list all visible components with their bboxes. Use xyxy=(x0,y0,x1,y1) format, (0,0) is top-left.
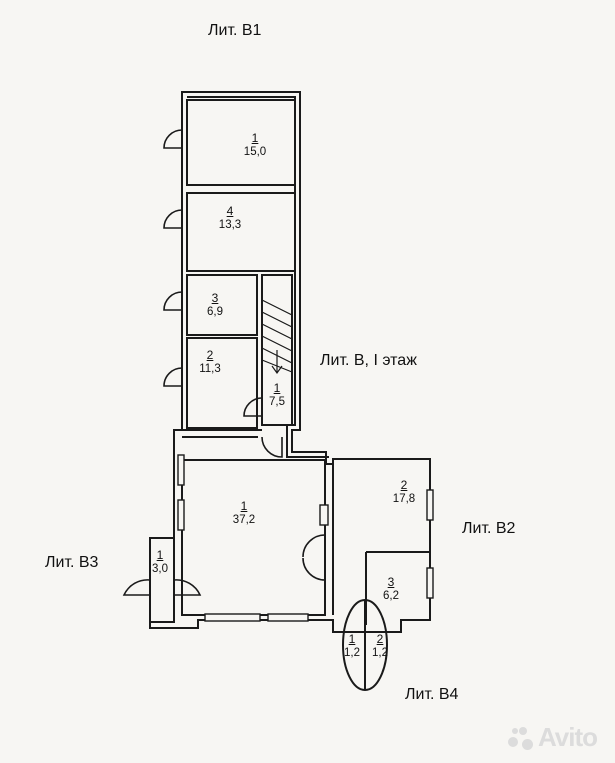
label-lit-b3: Лит. В3 xyxy=(45,554,99,571)
label-lit-b1: Лит. В1 xyxy=(208,22,262,39)
room-label: 1 7,5 xyxy=(269,381,285,408)
door-arc-room-3 xyxy=(163,291,183,311)
window-1 xyxy=(204,613,261,622)
main-hall-outline xyxy=(181,459,326,616)
window-5 xyxy=(177,454,185,486)
stair-outline xyxy=(261,274,293,426)
window-2 xyxy=(267,613,309,622)
door-arc-stair xyxy=(243,397,263,417)
window-3 xyxy=(426,489,434,521)
room-label: 1 1,2 xyxy=(344,632,360,659)
door-arc-b3 xyxy=(122,579,151,596)
room-label: 3 6,9 xyxy=(207,291,223,318)
door-arc-main-1 xyxy=(302,534,326,558)
door-arc-room-2 xyxy=(163,367,183,387)
room-label: 3 6,2 xyxy=(383,575,399,602)
door-arc-main-2 xyxy=(302,557,326,581)
window-6 xyxy=(177,499,185,531)
door-arc-room-4 xyxy=(163,209,183,229)
label-lit-b2: Лит. В2 xyxy=(462,520,516,537)
room-4-outline xyxy=(186,192,296,272)
room-label: 2 17,8 xyxy=(392,478,416,505)
window-7 xyxy=(319,504,329,526)
door-arc-stair-bottom xyxy=(261,436,283,458)
door-arc-b3-2 xyxy=(173,579,202,596)
label-lit-b4: Лит. В4 xyxy=(405,686,459,703)
watermark-text: Avito xyxy=(537,722,598,752)
room-label: 1 37,2 xyxy=(232,499,256,526)
room-label: 2 11,3 xyxy=(199,348,221,375)
room-1-outline xyxy=(186,99,296,186)
avito-dots-icon xyxy=(507,725,534,751)
label-lit-b: Лит. В, I этаж xyxy=(320,352,417,369)
room-label: 4 13,3 xyxy=(218,204,242,231)
avito-watermark: Avito xyxy=(507,722,598,753)
door-arc-room-1 xyxy=(163,129,183,149)
room-label: 2 1,2 xyxy=(372,632,388,659)
room-2-outline xyxy=(186,337,258,429)
room-label: 1 15,0 xyxy=(243,131,267,158)
window-4 xyxy=(426,567,434,599)
room-3-outline xyxy=(186,274,258,336)
room-label: 1 3,0 xyxy=(152,548,168,575)
